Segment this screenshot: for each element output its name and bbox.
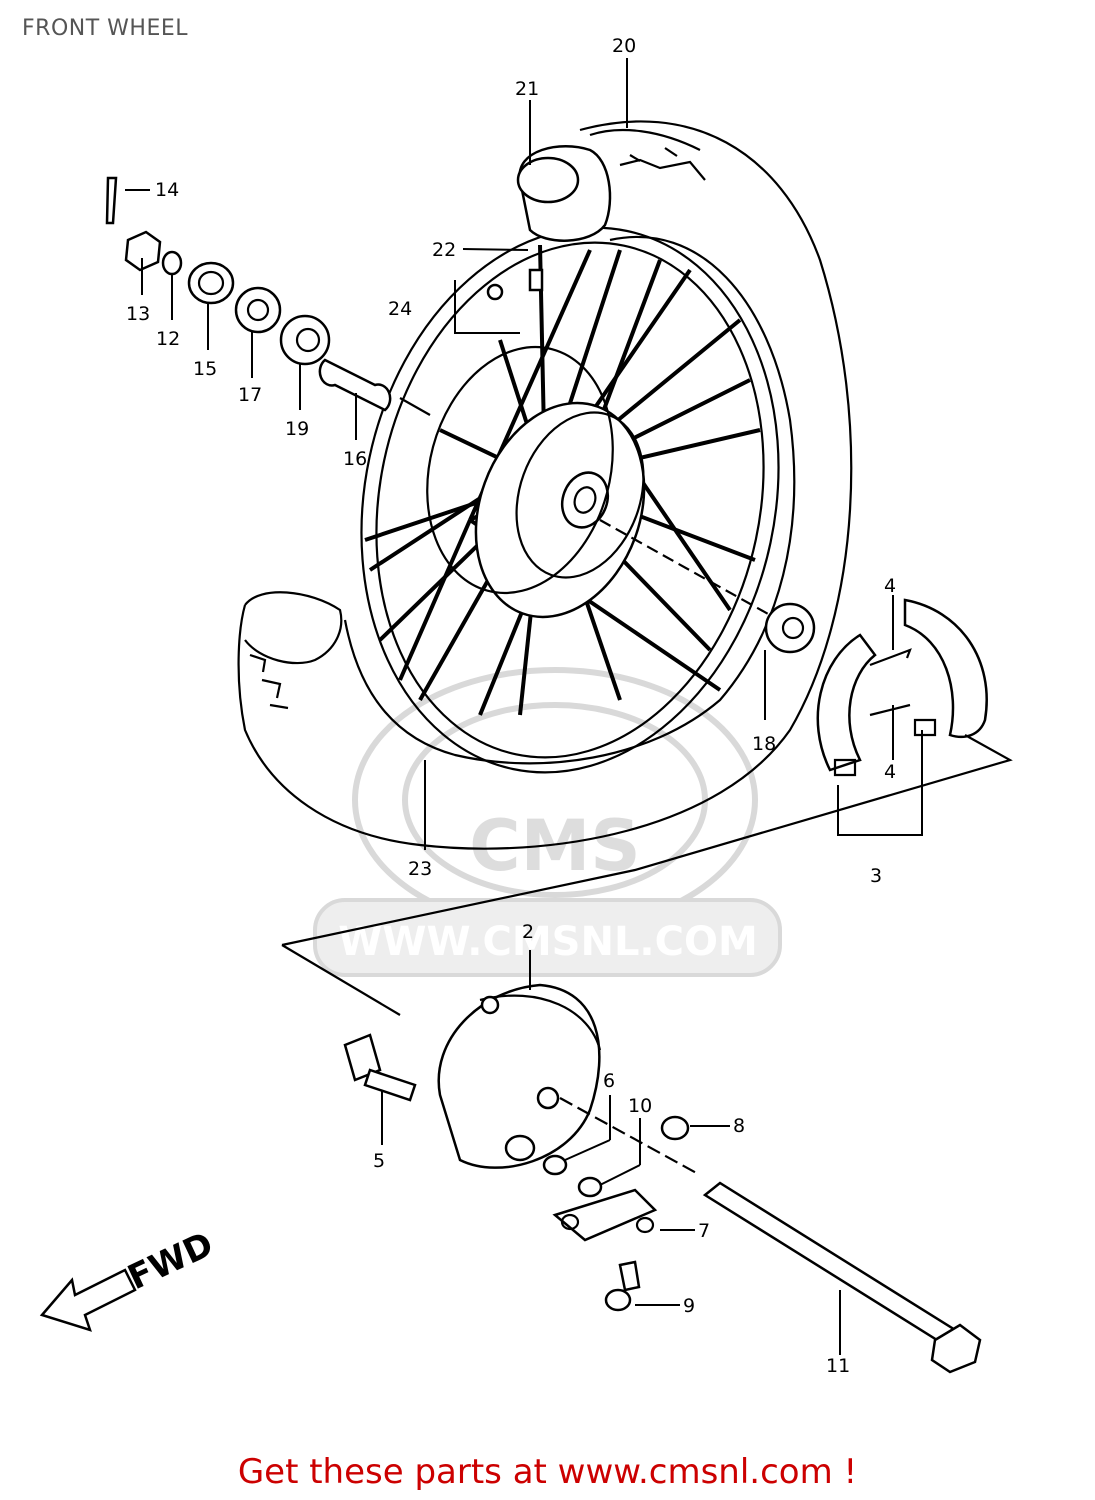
watermark-logo-text: CMS xyxy=(469,805,640,887)
callout-8: 8 xyxy=(733,1115,745,1137)
forward-arrow: FWD xyxy=(39,1224,220,1332)
lower-small-parts xyxy=(343,1033,982,1374)
callout-17: 17 xyxy=(238,384,262,406)
callout-14: 14 xyxy=(155,179,179,201)
callout-6: 6 xyxy=(603,1070,615,1092)
callout-10: 10 xyxy=(628,1095,652,1117)
callout-23: 23 xyxy=(408,858,432,880)
wheel-rim xyxy=(360,226,780,774)
callout-numbers: 20 21 22 24 14 13 12 15 17 19 16 23 18 3… xyxy=(126,35,896,1377)
brake-panel xyxy=(281,734,1013,1169)
callout-13: 13 xyxy=(126,303,150,325)
footer-promo-text: Get these parts at www.cmsnl.com ! xyxy=(237,1452,858,1492)
callout-5: 5 xyxy=(373,1150,385,1172)
callout-15: 15 xyxy=(193,358,217,380)
callout-16: 16 xyxy=(343,448,367,470)
tire-illustration xyxy=(237,120,853,850)
leader-lines xyxy=(125,58,923,1355)
cms-watermark: CMS WWW.CMSNL.COM xyxy=(313,667,782,977)
callout-18: 18 xyxy=(752,733,776,755)
tube-rim-band xyxy=(486,145,612,301)
callout-3: 3 xyxy=(870,865,882,887)
callout-22: 22 xyxy=(432,239,456,261)
brake-shoes xyxy=(816,598,988,777)
callout-20: 20 xyxy=(612,35,636,57)
bearing-18 xyxy=(599,519,816,654)
callout-21: 21 xyxy=(515,78,539,100)
callout-9: 9 xyxy=(683,1295,695,1317)
callout-12: 12 xyxy=(156,328,180,350)
wheel-hub xyxy=(426,345,646,619)
callout-4-lower: 4 xyxy=(884,761,896,783)
page-title: FRONT WHEEL xyxy=(22,16,188,41)
callout-11: 11 xyxy=(826,1355,850,1377)
hub-small-parts xyxy=(105,176,431,416)
callout-24: 24 xyxy=(388,298,412,320)
callout-7: 7 xyxy=(698,1220,710,1242)
watermark-url-text: WWW.CMSNL.COM xyxy=(338,919,758,965)
callout-2: 2 xyxy=(522,921,534,943)
forward-direction-label: FWD xyxy=(122,1224,220,1298)
callout-19: 19 xyxy=(285,418,309,440)
callout-4-upper: 4 xyxy=(884,575,896,597)
